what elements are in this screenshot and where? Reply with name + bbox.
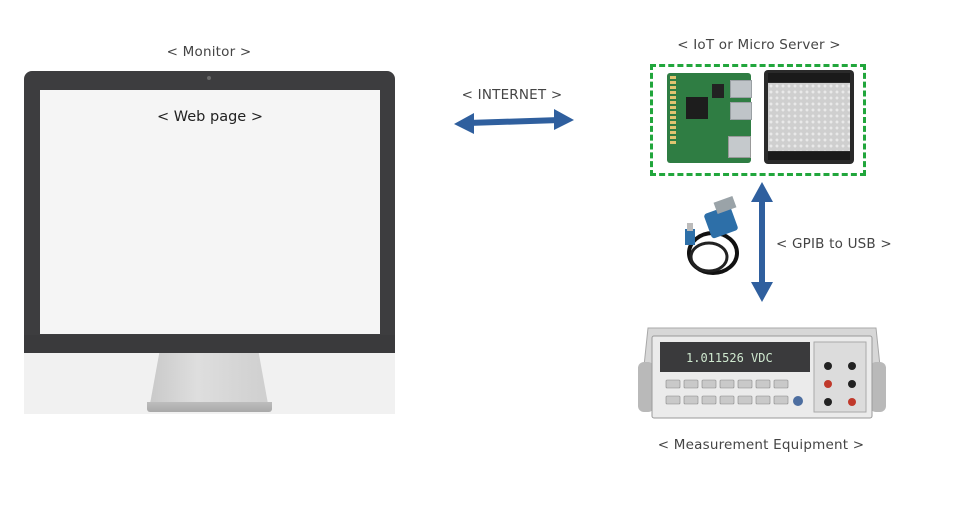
ram-chip: [712, 84, 724, 98]
micro-server-bottom: [768, 152, 850, 160]
digital-multimeter: 1.011526 VDC: [638, 316, 886, 422]
micro-server-grille: [768, 83, 850, 151]
monitor-label: < Monitor >: [167, 44, 252, 60]
micro-server-top: [768, 73, 850, 82]
gpib-arrow-icon: [750, 180, 774, 304]
monitor-chin: [24, 335, 395, 353]
web-page-label: < Web page >: [157, 109, 263, 125]
internet-arrow-icon: [452, 108, 576, 138]
equipment-label: < Measurement Equipment >: [658, 437, 864, 453]
internet-label: < INTERNET >: [462, 87, 563, 103]
monitor-screen: [40, 90, 380, 334]
monitor-stand: [150, 352, 268, 404]
usb-port: [730, 102, 752, 120]
multimeter-display: 1.011526 VDC: [686, 351, 773, 365]
gpib-usb-cable-icon: [677, 195, 745, 283]
gpio-pins: [670, 76, 676, 146]
ethernet-port: [728, 136, 751, 158]
monitor-base: [147, 402, 272, 412]
camera-icon: [207, 76, 211, 80]
gpib-label: < GPIB to USB >: [776, 236, 892, 252]
cpu-chip: [686, 97, 708, 119]
server-label: < IoT or Micro Server >: [677, 37, 841, 53]
usb-port: [730, 80, 752, 98]
